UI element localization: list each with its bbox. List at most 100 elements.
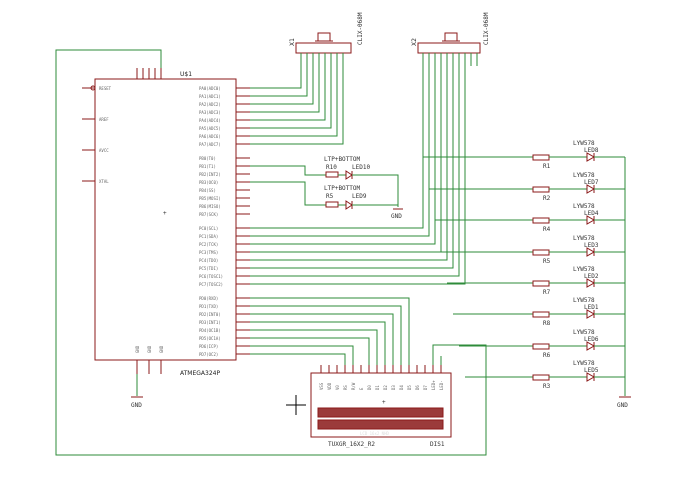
svg-text:LED1: LED1 xyxy=(584,304,599,311)
svg-text:PA2(ADC2): PA2(ADC2) xyxy=(199,102,221,107)
x1-name: X1 xyxy=(289,38,296,46)
lcd-pins: VSS VDD V0 RS R/W E D0 D1 D2 D3 D4 D5 D6… xyxy=(319,365,444,390)
svg-text:PC1(SDA): PC1(SDA) xyxy=(199,234,218,239)
wires-port-c xyxy=(250,53,478,285)
crosshair-cursor-icon xyxy=(286,395,306,415)
led-row-2[interactable]: R2 LYW578 LED7 xyxy=(532,172,625,202)
led-row-7[interactable]: R6 LYW578 LED6 xyxy=(532,329,625,359)
svg-text:D2: D2 xyxy=(383,385,388,390)
svg-text:LYW578: LYW578 xyxy=(573,297,595,304)
svg-text:PA6(ADC6): PA6(ADC6) xyxy=(199,134,221,139)
svg-text:RS: RS xyxy=(343,385,348,390)
svg-text:GND: GND xyxy=(131,402,142,409)
svg-text:PA0(ADC0): PA0(ADC0) xyxy=(199,86,221,91)
svg-text:LYW578: LYW578 xyxy=(573,140,595,147)
svg-text:PC6(TOSC1): PC6(TOSC1) xyxy=(199,274,223,279)
svg-text:GND: GND xyxy=(617,402,628,409)
svg-text:V0: V0 xyxy=(335,385,340,390)
pin-xtal: XTAL xyxy=(99,179,109,184)
port-b: PB0(T0)PB1(T1) PB2(INT2)PB3(OC0) PB4(SS)… xyxy=(199,156,250,217)
svg-text:R10: R10 xyxy=(326,164,337,171)
svg-text:R3: R3 xyxy=(543,383,551,390)
svg-text:PB6(MISO): PB6(MISO) xyxy=(199,204,221,209)
svg-text:D0: D0 xyxy=(367,385,372,390)
svg-text:LED10: LED10 xyxy=(352,164,370,171)
svg-text:D6: D6 xyxy=(415,385,420,390)
connector-x2[interactable]: X2 CLIX-068M xyxy=(411,12,490,54)
svg-text:GND: GND xyxy=(147,345,152,353)
svg-text:LYW578: LYW578 xyxy=(573,172,595,179)
svg-text:LYW578: LYW578 xyxy=(573,235,595,242)
svg-text:LYW578: LYW578 xyxy=(573,266,595,273)
svg-text:R4: R4 xyxy=(543,226,551,233)
svg-text:PB7(SCK): PB7(SCK) xyxy=(199,212,218,217)
port-a: PA0(ADC0)PA1(ADC1) PA2(ADC2)PA3(ADC3) PA… xyxy=(199,86,250,147)
svg-text:PB2(INT2): PB2(INT2) xyxy=(199,172,221,177)
svg-text:PD3(INT1): PD3(INT1) xyxy=(199,320,221,325)
mcu-body xyxy=(94,78,237,361)
svg-text:PC0(SCL): PC0(SCL) xyxy=(199,226,218,231)
lcd-row-1 xyxy=(317,407,444,418)
pin-aref: AREF xyxy=(99,117,109,122)
svg-text:LED9: LED9 xyxy=(352,193,367,200)
gnd-symbol-1: GND xyxy=(391,208,403,220)
svg-text:D7: D7 xyxy=(423,385,428,390)
led10-group[interactable]: LTP+BOTTOM R10 LED10 xyxy=(250,156,399,207)
svg-text:R/W: R/W xyxy=(351,382,356,390)
svg-text:PB4(SS): PB4(SS) xyxy=(199,188,216,193)
led-row-5[interactable]: R7 LYW578 LED2 xyxy=(532,266,625,296)
led9-group[interactable]: LTP+BOTTOM R5 LED9 xyxy=(250,181,398,210)
svg-text:PA7(ADC7): PA7(ADC7) xyxy=(199,142,221,147)
svg-text:LED8: LED8 xyxy=(584,147,599,154)
wires-led-feed xyxy=(423,156,533,378)
svg-text:LED-: LED- xyxy=(439,380,444,390)
wires-port-a xyxy=(250,53,344,145)
port-c: PC0(SCL)PC1(SDA) PC2(TCK)PC3(TMS) PC4(TD… xyxy=(199,226,250,287)
svg-text:PA3(ADC3): PA3(ADC3) xyxy=(199,110,221,115)
mcu-u1[interactable]: U$1 ATMEGA324P + RESET AREF AVCC XTAL GN… xyxy=(82,68,250,377)
svg-text:LED7: LED7 xyxy=(584,179,599,186)
svg-text:PD1(TXD): PD1(TXD) xyxy=(199,304,218,309)
svg-text:PC2(TCK): PC2(TCK) xyxy=(199,242,218,247)
led-row-3[interactable]: R4 LYW578 LED4 xyxy=(532,203,625,233)
svg-text:LED6: LED6 xyxy=(584,336,599,343)
svg-text:PC3(TMS): PC3(TMS) xyxy=(199,250,218,255)
svg-text:PD2(INT0): PD2(INT0) xyxy=(199,312,221,317)
svg-text:R2: R2 xyxy=(543,195,551,202)
svg-text:PB5(MOSI): PB5(MOSI) xyxy=(199,196,221,201)
svg-text:PD7(OC2): PD7(OC2) xyxy=(199,352,218,357)
svg-text:LTP+BOTTOM: LTP+BOTTOM xyxy=(324,156,361,163)
lcd-row-2 xyxy=(317,419,444,430)
gnd-symbol-2: GND xyxy=(131,396,143,409)
svg-text:LTP+BOTTOM: LTP+BOTTOM xyxy=(324,185,361,192)
pin-avcc: AVCC xyxy=(99,148,109,153)
x2-name: X2 xyxy=(411,38,418,46)
led-row-1[interactable]: R1 LYW578 LED8 xyxy=(532,140,625,170)
pin-reset: RESET xyxy=(99,86,112,91)
svg-text:PA5(ADC5): PA5(ADC5) xyxy=(199,126,221,131)
wire-top-loop xyxy=(55,49,487,456)
led-row-6[interactable]: R8 LYW578 LED1 xyxy=(532,297,625,327)
svg-text:PC7(TOSC2): PC7(TOSC2) xyxy=(199,282,223,287)
connector-x1[interactable]: X1 CLIX-068M xyxy=(289,12,364,54)
svg-text:GND: GND xyxy=(135,345,140,353)
svg-text:LED5: LED5 xyxy=(584,367,599,374)
x1-part: CLIX-068M xyxy=(357,12,364,45)
svg-text:LYW578: LYW578 xyxy=(573,203,595,210)
lcd-inner-label: LCD 16x2 NHD xyxy=(360,431,389,436)
svg-text:R1: R1 xyxy=(543,163,551,170)
svg-text:LED3: LED3 xyxy=(584,242,599,249)
svg-text:R8: R8 xyxy=(543,320,551,327)
svg-text:LED2: LED2 xyxy=(584,273,599,280)
svg-text:R7: R7 xyxy=(543,289,551,296)
led-row-8[interactable]: R3 LYW578 LED5 xyxy=(532,360,625,390)
led-row-4[interactable]: R5 LYW578 LED3 xyxy=(532,235,625,265)
svg-text:D4: D4 xyxy=(399,385,404,390)
port-d: PD0(RXD)PD1(TXD) PD2(INT0)PD3(INT1) PD4(… xyxy=(199,296,250,357)
lcd-display[interactable]: + LCD 16x2 NHD TUXGR_16X2_R2 DIS1 VSS VD… xyxy=(310,365,452,448)
lcd-part: TUXGR_16X2_R2 xyxy=(328,441,375,448)
svg-text:PB1(T1): PB1(T1) xyxy=(199,164,216,169)
mcu-name: U$1 xyxy=(180,71,192,78)
svg-text:PD5(OC1A): PD5(OC1A) xyxy=(199,336,221,341)
svg-text:D1: D1 xyxy=(375,385,380,390)
